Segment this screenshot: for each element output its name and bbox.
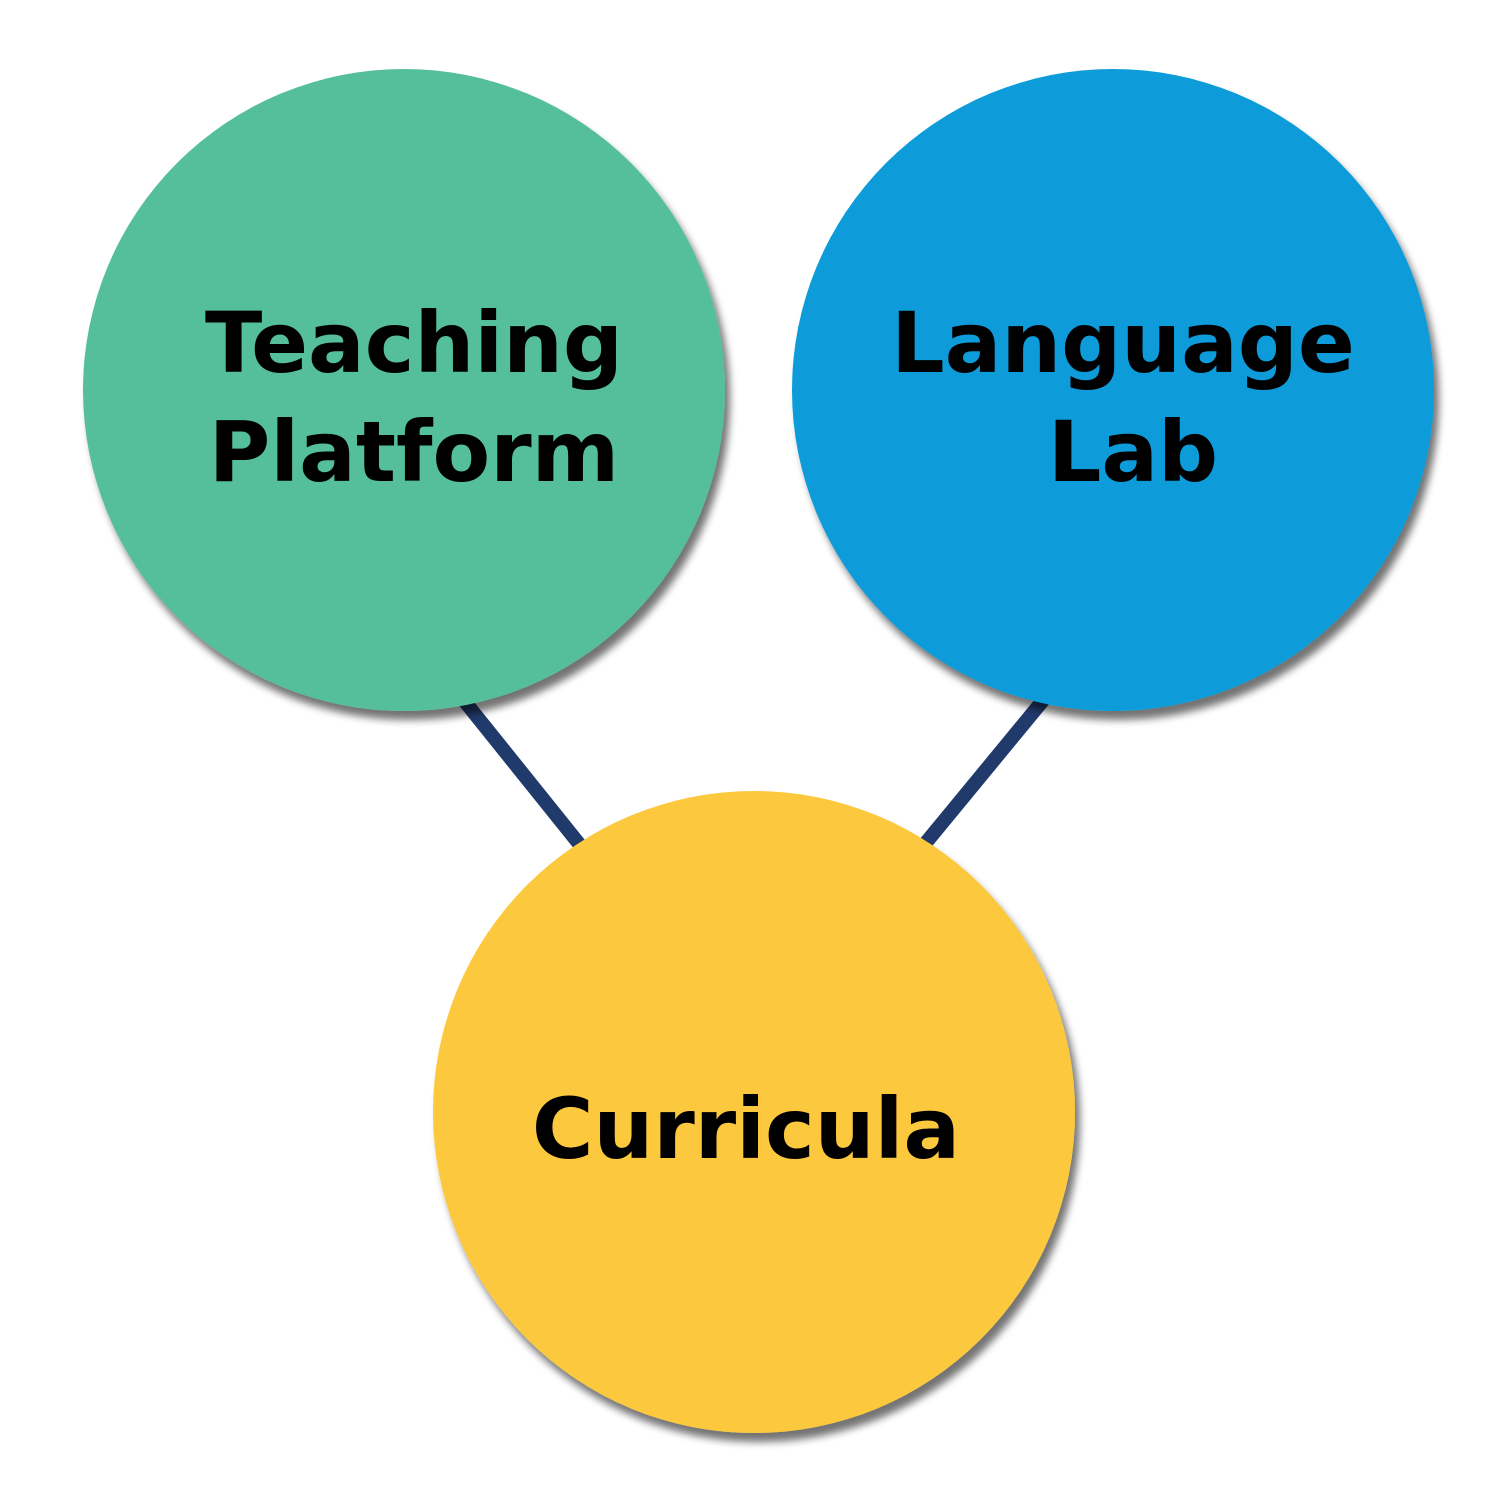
teaching-platform-circle (83, 69, 725, 711)
connector-language-curricula (918, 693, 1051, 850)
curricula-label: Curricula (532, 1080, 960, 1178)
connector-teaching-curricula (456, 693, 586, 850)
node-teaching-platform[interactable]: Teaching Platform (83, 69, 725, 711)
language-lab-label-line1: Language (891, 294, 1355, 392)
teaching-platform-label-line1: Teaching (205, 294, 623, 392)
language-lab-circle (792, 69, 1434, 711)
language-lab-label-line2: Lab (1048, 403, 1218, 501)
teaching-platform-label-line2: Platform (209, 403, 619, 501)
node-language-lab[interactable]: Language Lab (792, 69, 1434, 711)
curricula-circle (433, 791, 1075, 1433)
node-curricula[interactable]: Curricula (433, 791, 1075, 1433)
